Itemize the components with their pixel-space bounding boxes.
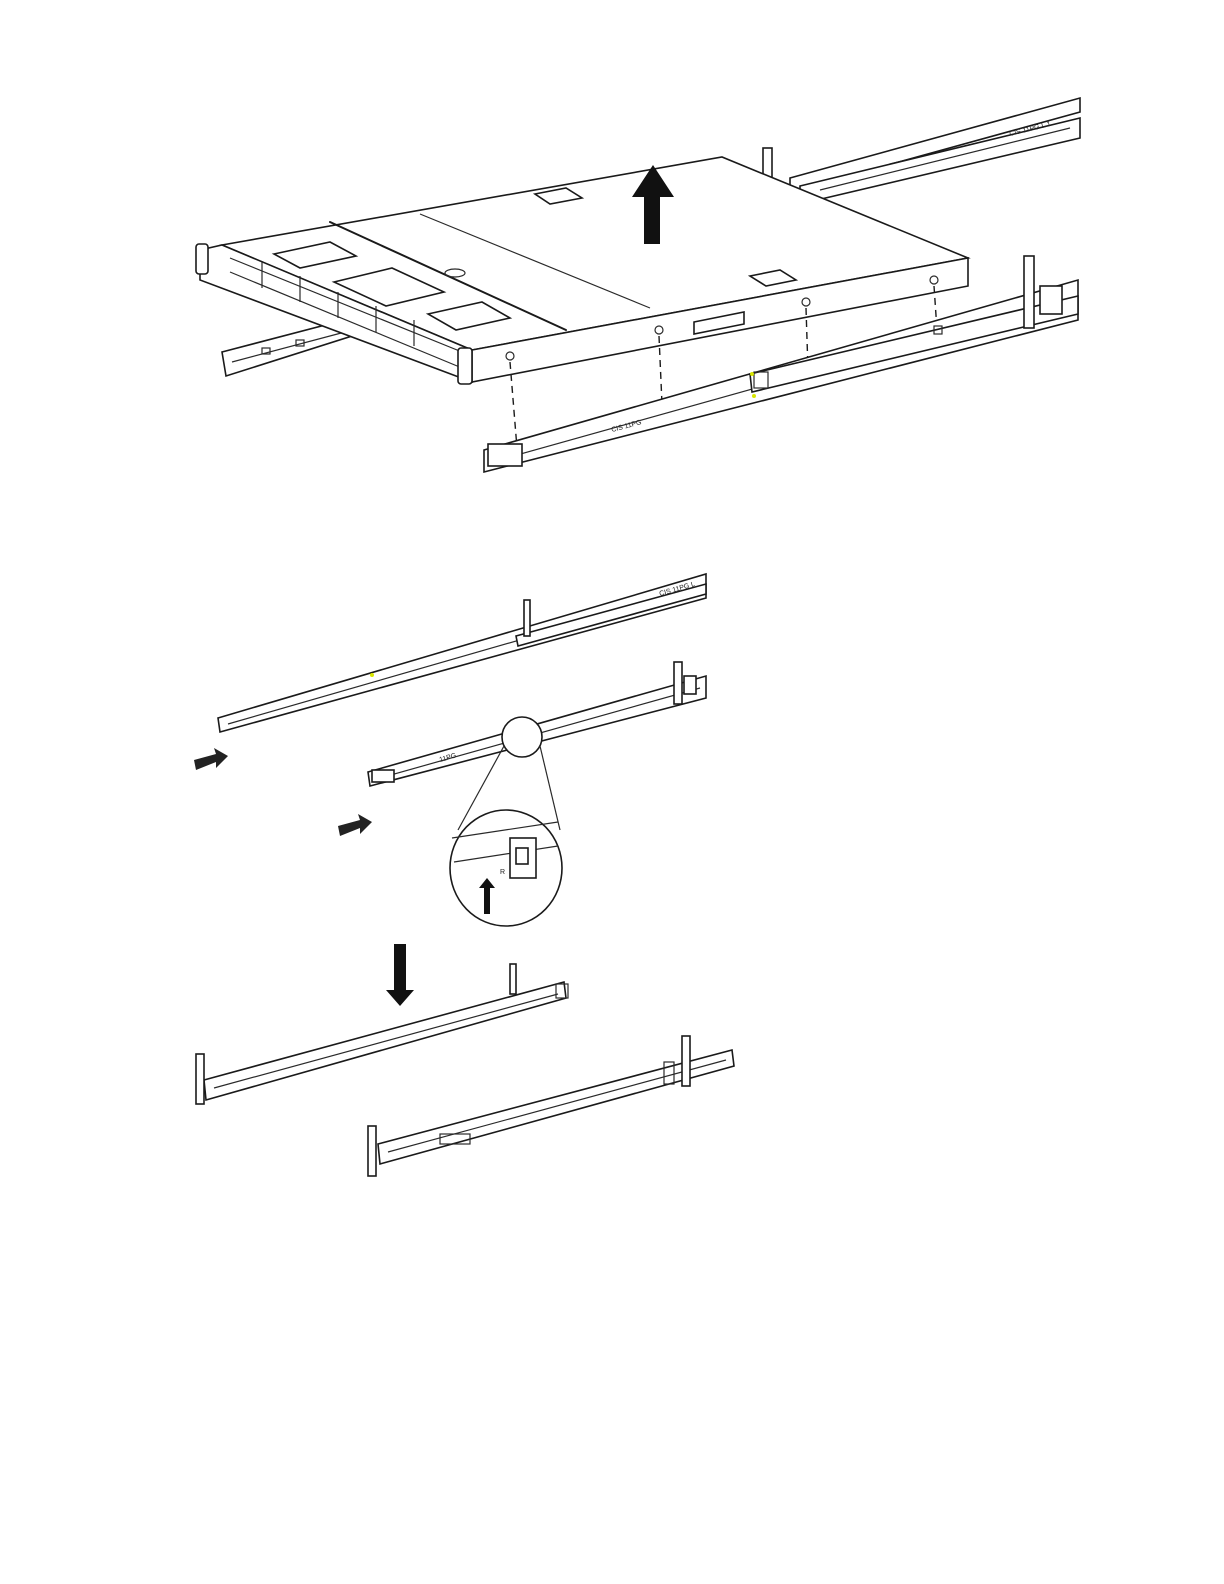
push-arrow-icon <box>194 748 228 770</box>
down-arrow-icon <box>386 944 414 1006</box>
rail-installed-left <box>196 964 568 1104</box>
figure-rail-assembly: CIS 11PG L 11PG R <box>194 574 734 1176</box>
rail-back-right: CIS 11PG L 1 <box>763 98 1080 204</box>
figure-server-install: CIS 11PG L 1 <box>196 98 1080 472</box>
rail-installed-right <box>368 1036 734 1176</box>
push-arrow-icon <box>338 814 372 836</box>
detail-label: R <box>500 869 505 876</box>
